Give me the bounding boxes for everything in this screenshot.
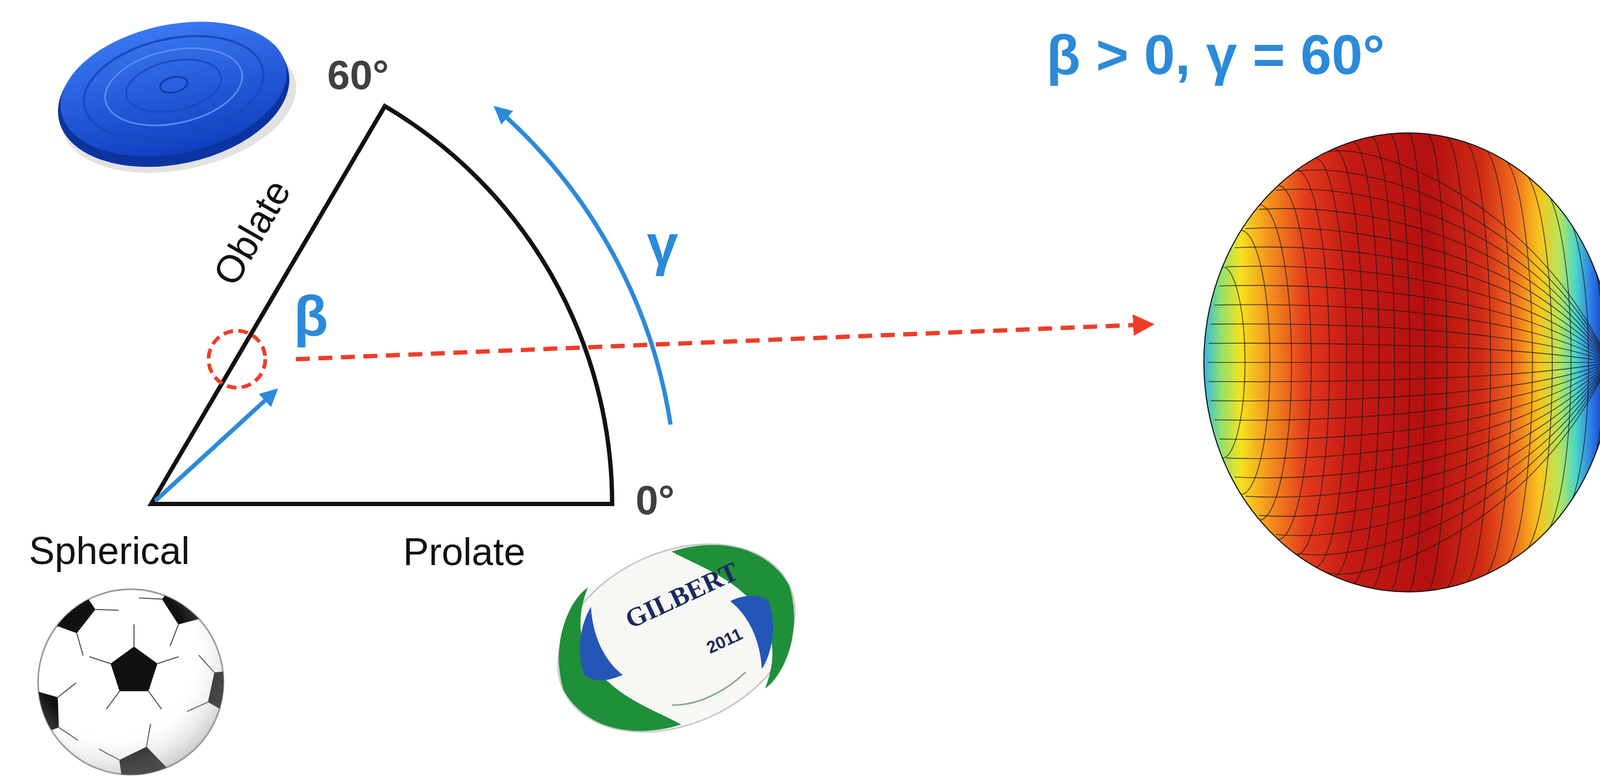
soccer-ball-photo — [0, 553, 280, 779]
shape-label: Spherical — [28, 529, 190, 572]
angle-label: 0° — [635, 477, 675, 523]
gamma-arrow — [496, 108, 671, 425]
ellipsoid-surface — [1203, 132, 1600, 592]
shape-label: Prolate — [403, 530, 526, 573]
frisbee-photo — [44, 2, 309, 193]
gamma-symbol: γ — [646, 213, 679, 277]
beta-arrow — [155, 390, 276, 501]
rugby-ball-photo — [527, 507, 826, 769]
shape-sector — [151, 106, 613, 504]
parameter-heading: β > 0, γ = 60° — [1046, 24, 1385, 86]
beta-symbol: β — [293, 285, 329, 348]
marker-circle — [208, 330, 266, 388]
angle-label: 60° — [327, 52, 390, 98]
dashed-arrow — [295, 324, 1151, 360]
